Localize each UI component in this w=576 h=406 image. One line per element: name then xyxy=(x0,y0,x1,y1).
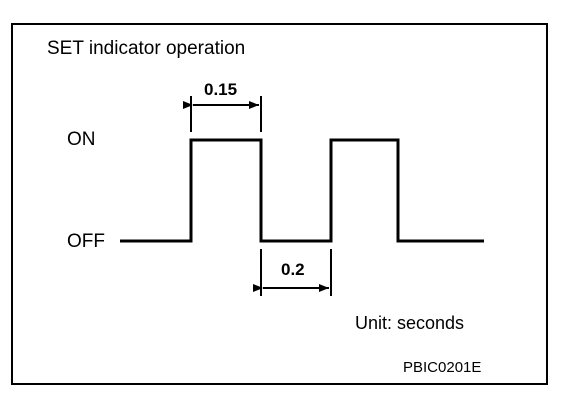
diagram-title: SET indicator operation xyxy=(47,38,246,59)
figure-code: PBIC0201E xyxy=(403,359,482,376)
signal-waveform xyxy=(120,138,484,243)
dim-label-high-duration: 0.15 xyxy=(204,80,238,99)
dim-label-low-duration: 0.2 xyxy=(281,260,305,279)
state-label-on: ON xyxy=(67,129,96,150)
state-label-off: OFF xyxy=(67,231,105,252)
unit-label: Unit: seconds xyxy=(355,313,465,333)
diagram-frame xyxy=(11,23,548,385)
